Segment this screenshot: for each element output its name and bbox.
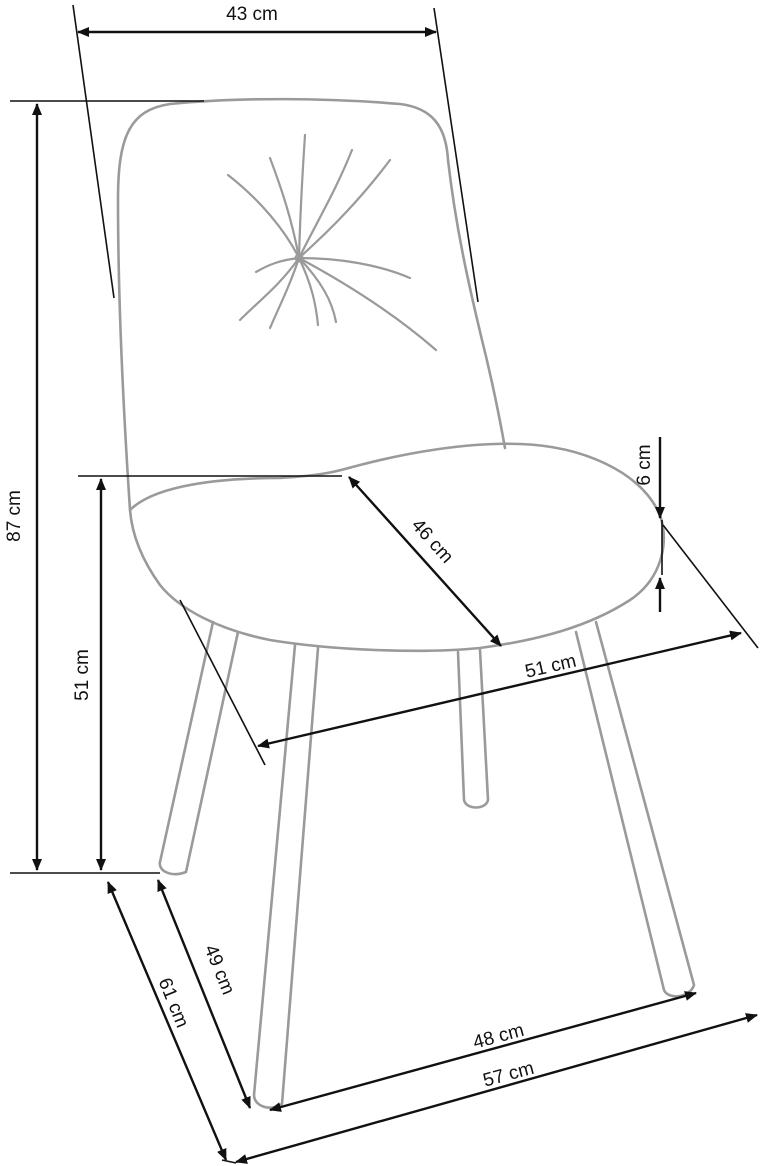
front-left-leg	[158, 620, 240, 876]
dim-total-height: 87 cm	[4, 100, 204, 874]
label-leg-depth: 49 cm	[200, 942, 239, 998]
seat-outline	[128, 442, 666, 653]
dimensions: 43 cm 87 cm 51 cm 46 cm 6 cm	[4, 4, 759, 1164]
label-total-height: 87 cm	[4, 490, 25, 542]
label-top-width: 43 cm	[226, 4, 278, 25]
dim-seat-depth: 46 cm	[348, 476, 502, 647]
dim-seat-width: 51 cm	[179, 524, 759, 766]
back-right-leg	[574, 620, 696, 998]
label-seat-height: 51 cm	[72, 649, 93, 701]
chair-legs	[158, 620, 696, 1109]
label-seat-thickness: 6 cm	[634, 444, 655, 485]
dim-seat-thickness: 6 cm	[634, 437, 665, 612]
backrest-outline	[116, 97, 507, 512]
back-left-leg	[456, 648, 490, 809]
front-right-leg	[252, 643, 320, 1109]
tuft-pattern	[226, 133, 438, 352]
dim-base-depth: 61 cm	[106, 881, 228, 1161]
dim-seat-height: 51 cm	[72, 475, 342, 871]
label-base-width: 57 cm	[481, 1058, 536, 1092]
label-seat-depth: 46 cm	[407, 515, 457, 568]
label-leg-width: 48 cm	[471, 1020, 526, 1054]
dim-top-width: 43 cm	[72, 4, 479, 303]
